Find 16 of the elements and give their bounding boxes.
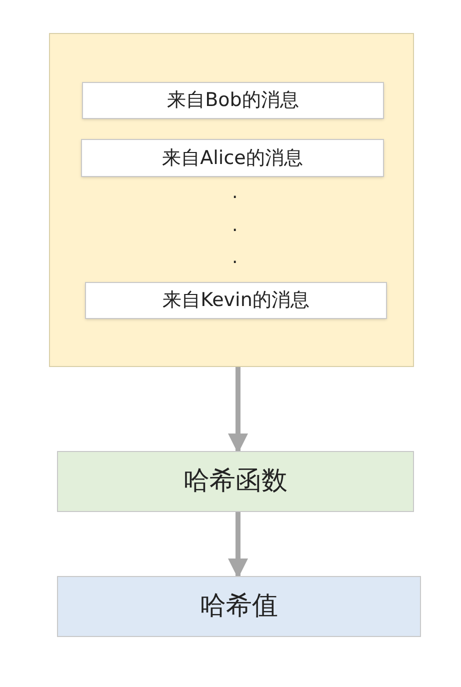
node-label: 来自Alice的消息 xyxy=(162,146,303,171)
arrow xyxy=(228,512,248,578)
ellipsis-dot: . xyxy=(232,217,238,235)
arrow xyxy=(228,367,248,454)
process-box xyxy=(57,451,414,512)
process-box xyxy=(57,576,421,637)
node-label: 哈希函数 xyxy=(184,465,288,498)
node-label: 来自Bob的消息 xyxy=(167,88,299,114)
container-box xyxy=(49,33,414,367)
ellipsis-dot: . xyxy=(232,184,238,202)
process-box xyxy=(81,139,384,177)
process-box xyxy=(82,82,384,119)
process-box xyxy=(85,282,387,319)
node-label: 哈希值 xyxy=(200,590,278,623)
ellipsis-dot: . xyxy=(232,249,238,267)
node-label: 来自Kevin的消息 xyxy=(162,288,310,314)
